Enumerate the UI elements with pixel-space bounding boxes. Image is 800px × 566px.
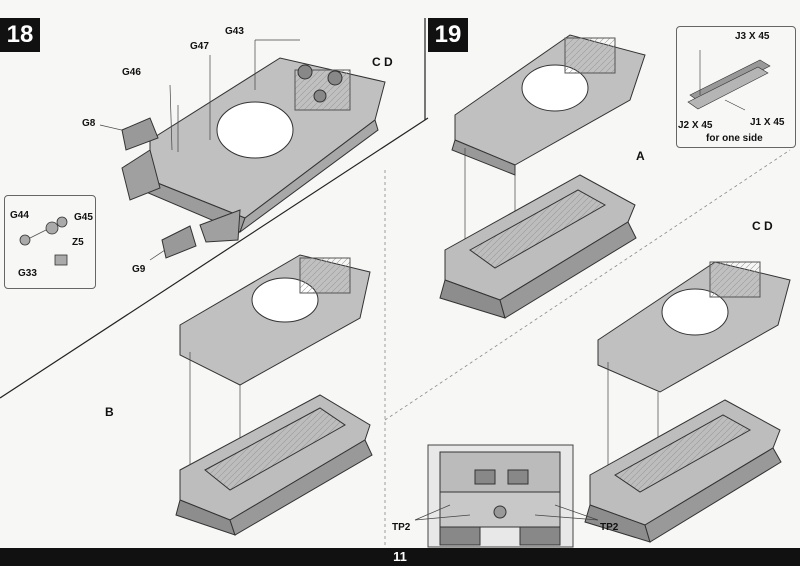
part-label-g33: G33 [18,268,37,279]
track-label-j2: J2 X 45 [678,120,713,131]
part-label-g43: G43 [225,26,244,37]
variant-label-cd-18: C D [372,55,393,69]
variant-label-cd-19: C D [752,219,773,233]
part-g9 [161,225,197,259]
part-label-z5: Z5 [72,237,84,248]
tp2-label-right: TP2 [600,522,619,533]
part-label-g45: G45 [74,212,93,223]
track-links-inset [687,50,771,111]
inset-box-parts [4,195,96,289]
track-label-j3: J3 X 45 [735,31,770,42]
inset-parts [19,216,68,266]
hull-top-cd [597,261,791,393]
chassis-b [175,394,373,536]
part-label-g47: G47 [190,41,209,52]
track-links-box [676,26,796,148]
variant-label-b: B [105,405,114,419]
page-number: 11 [0,548,800,566]
track-note: for one side [706,133,763,144]
part-label-g46: G46 [122,67,141,78]
tp2-label-left: TP2 [392,522,411,533]
step-divider-diagonal [0,117,429,399]
part-label-g44: G44 [10,210,29,221]
part-label-g8: G8 [82,118,96,129]
step-19-badge: 19 [428,18,468,52]
chassis-cd [584,399,782,543]
variant-label-a: A [636,149,645,163]
hull-top-b [179,254,371,386]
track-label-j1: J1 X 45 [750,117,785,128]
part-label-g9: G9 [132,264,146,275]
step-18-badge: 18 [0,18,40,52]
part-g8 [121,117,159,151]
rear-view-inset [414,444,599,548]
chassis-a [439,174,637,319]
hull-top-19 [451,34,646,176]
hull-top-18 [121,57,386,243]
